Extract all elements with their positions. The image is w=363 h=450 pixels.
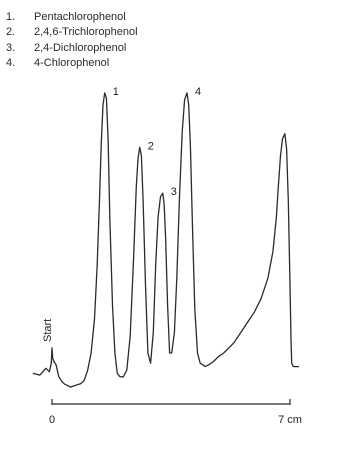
legend-name: Pentachlorophenol: [34, 11, 126, 23]
peak-label-1: 1: [113, 86, 119, 98]
scale-tick-label-7: 7 cm: [278, 414, 302, 426]
peak-label-4: 4: [195, 86, 201, 98]
legend-number: 4.: [6, 56, 16, 69]
legend-number: 3.: [6, 41, 16, 54]
legend-item: 1. Pentachlorophenol: [6, 10, 138, 25]
legend-name: 2,4-Dichlorophenol: [34, 41, 127, 54]
peak-label-2: 2: [148, 140, 154, 152]
compound-legend: 1. Pentachlorophenol 2. 2,4,6-Trichlorophe…: [6, 10, 138, 71]
legend-number: 1.: [6, 11, 16, 23]
legend-name: 2,4,6-Trichlorophenol: [34, 26, 138, 39]
chromatogram-trace: [32, 92, 300, 388]
peak-label-3: 3: [171, 186, 177, 198]
start-label: Start: [42, 319, 54, 342]
legend-item: 3. 2,4-Dichlorophenol: [6, 41, 138, 56]
scale-tick-label-0: 0: [49, 414, 55, 426]
legend-name: 4-Chlorophenol: [34, 56, 110, 69]
legend-item: 4. 4-Chlorophenol: [6, 56, 138, 71]
legend-number: 2.: [6, 26, 16, 39]
legend-item: 2. 2,4,6-Trichlorophenol: [6, 25, 138, 40]
